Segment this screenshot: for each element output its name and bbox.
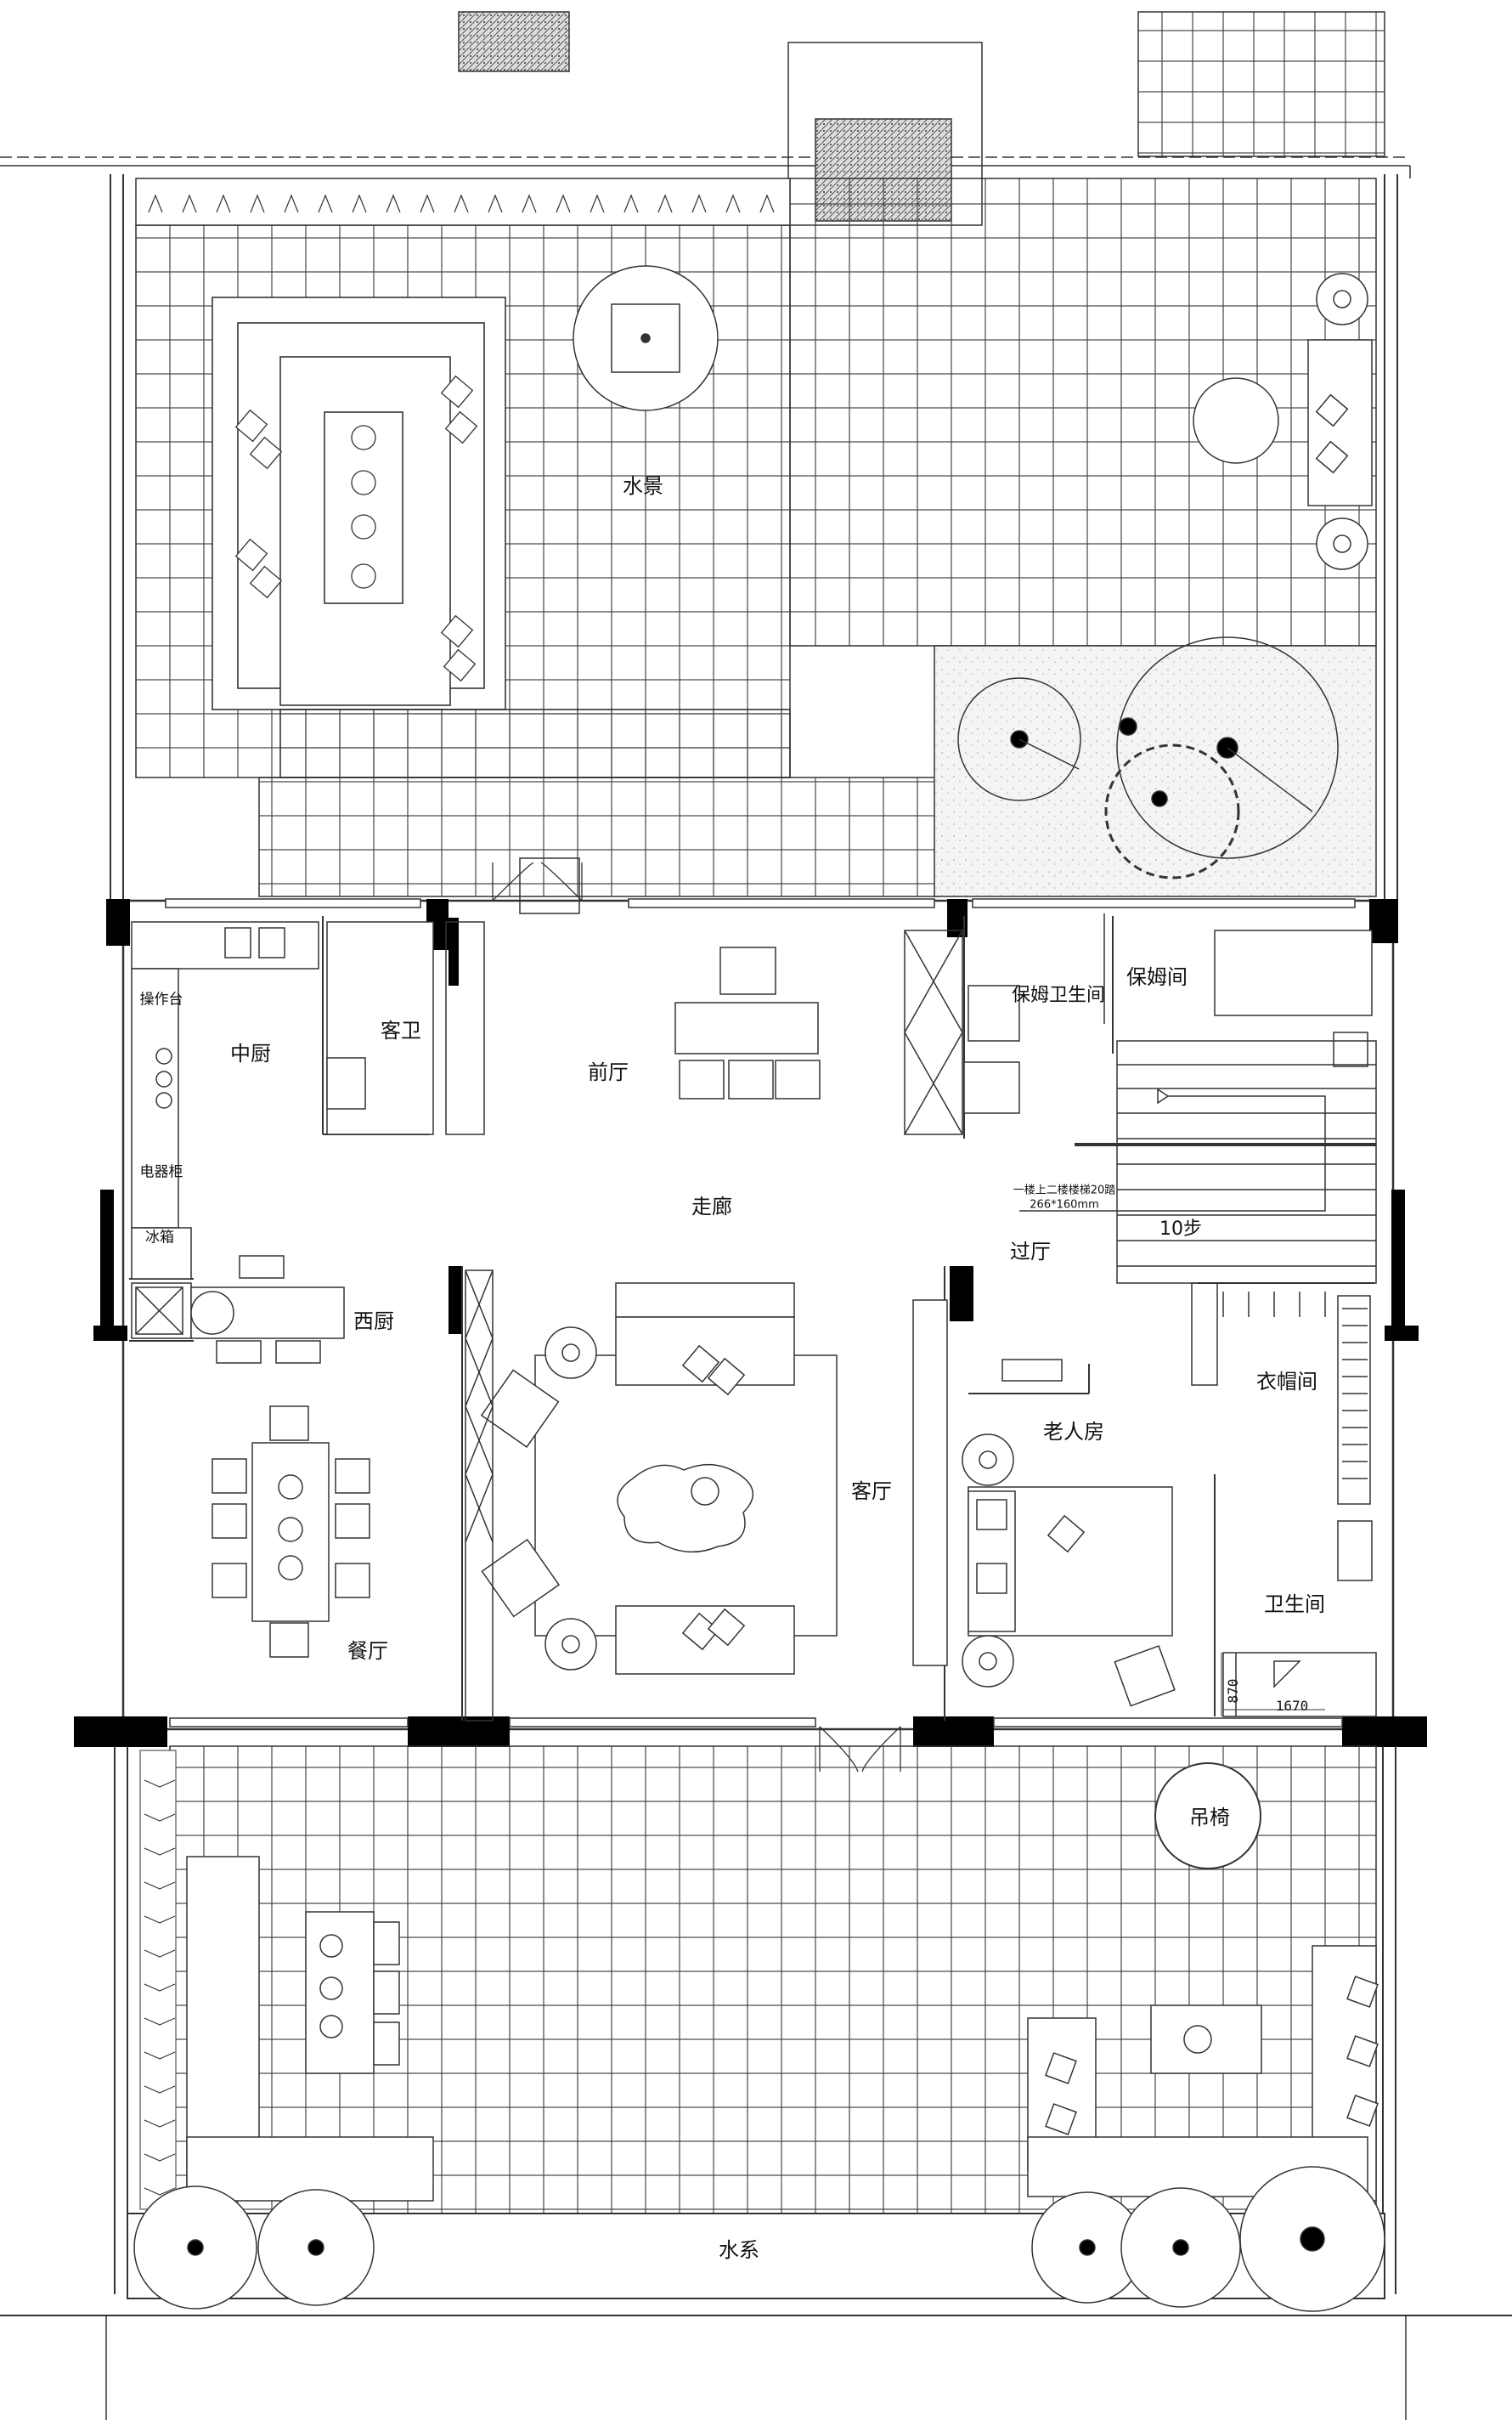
lounge-plants (351, 425, 376, 589)
dining-furniture (190, 1255, 370, 1658)
sunken-lounge (212, 297, 791, 778)
room-label-water-system: 水系 (719, 2238, 759, 2262)
fixture-label-appliance-cabinet: 电器柜 (139, 1163, 183, 1181)
bottom-trees (133, 2166, 1385, 2312)
hanging-chair (1154, 1762, 1261, 1869)
living-furniture (480, 1282, 948, 1675)
partition-shelves (445, 921, 963, 1722)
stairs (1019, 1040, 1377, 1284)
room-label-nanny-room: 保姆间 (1126, 965, 1188, 989)
courtyard-garden (934, 645, 1377, 897)
elder-room-furniture (962, 1359, 1176, 1707)
top-right-deck (1137, 11, 1385, 157)
dim-1670: 1670 (1275, 1698, 1309, 1714)
bottom-boundary (105, 2315, 1407, 2420)
planter-strip-left (139, 1750, 177, 2210)
upper-terrace-tiles-right (789, 178, 1377, 647)
dim-870: 870 (1225, 1678, 1241, 1704)
cloakroom-rack (1191, 1282, 1371, 1505)
right-terrace-furniture (1193, 273, 1373, 570)
dim-lines (1221, 1653, 1325, 1716)
umbrella-table (573, 265, 719, 411)
room-label-central-kitchen: 中厨 (230, 1042, 271, 1066)
nanny-area (963, 913, 1373, 1114)
kitchen-counters (131, 921, 434, 1339)
windows (165, 898, 1356, 1727)
planter-plants-left (144, 1779, 176, 2196)
lower-terrace-walls (0, 1746, 1512, 2316)
fixture-label-fridge: 冰箱 (145, 1229, 174, 1247)
front-hall-furniture (519, 857, 821, 1100)
fixture-label-counter: 操作台 (139, 991, 183, 1009)
room-label-front-hall: 前厅 (588, 1060, 629, 1084)
bath-fixtures (1222, 1520, 1377, 1717)
terrace-outline (110, 174, 1398, 901)
stair-size: 266*160mm (1030, 1198, 1099, 1212)
room-label-dining-room: 餐厅 (347, 1639, 388, 1663)
courtyard-trees (957, 636, 1339, 879)
room-label-cloakroom: 衣帽间 (1256, 1370, 1317, 1394)
planter-strip-top (135, 178, 791, 226)
room-label-nanny-bath: 保姆卫生间 (1011, 985, 1106, 1006)
room-label-bathroom: 卫生间 (1264, 1592, 1325, 1616)
room-label-living-room: 客厅 (851, 1479, 892, 1503)
room-label-elder-room: 老人房 (1043, 1420, 1104, 1444)
room-label-corridor: 走廊 (691, 1195, 732, 1218)
stair-steps: 10步 (1159, 1218, 1202, 1240)
room-label-water-feature: 水景 (623, 474, 663, 498)
stair-note: 一楼上二楼楼梯20踏 (1013, 1184, 1116, 1197)
room-label-guest-bath: 客卫 (381, 1019, 421, 1043)
room-label-western-kitchen: 西厨 (353, 1309, 394, 1333)
terrace-tiles-lower (258, 777, 939, 897)
room-label-hanging-chair: 吊椅 (1189, 1806, 1230, 1829)
lounge-cushions (234, 375, 478, 682)
room-label-passage-hall: 过厅 (1010, 1240, 1051, 1264)
planter-plants-top (148, 194, 775, 213)
